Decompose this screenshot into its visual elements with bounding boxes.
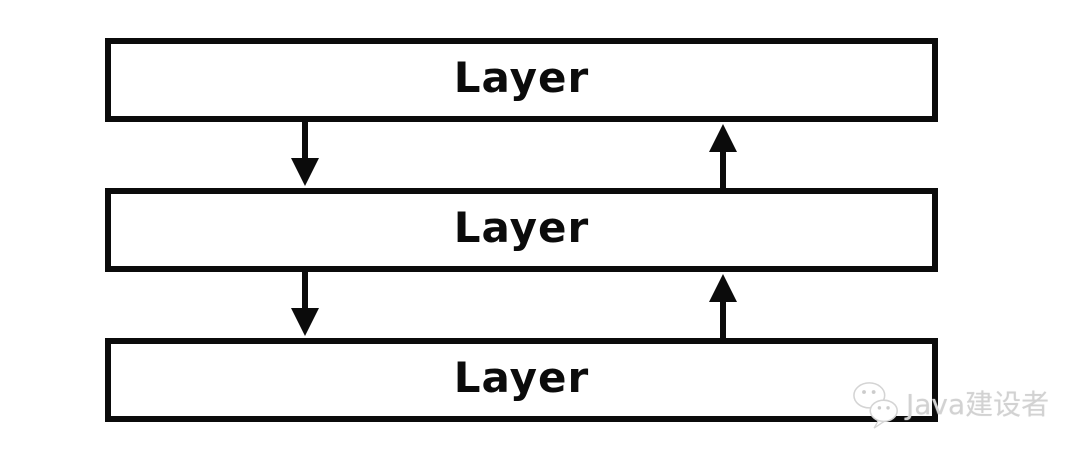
watermark: Java建设者 <box>850 380 1049 430</box>
up-arrow-shaft <box>720 300 726 338</box>
down-arrowhead <box>291 158 319 186</box>
layer-box-1-label: Layer <box>453 53 590 102</box>
layer-box-2: Layer <box>105 188 938 272</box>
layer-box-1: Layer <box>105 38 938 122</box>
up-arrow-shaft <box>720 150 726 188</box>
up-arrowhead <box>709 124 737 152</box>
layer-box-2-label: Layer <box>453 203 590 252</box>
up-arrowhead <box>709 274 737 302</box>
down-arrowhead <box>291 308 319 336</box>
watermark-text: Java建设者 <box>906 388 1050 421</box>
layer-box-3: Layer <box>105 338 938 422</box>
wechat-icon <box>853 382 898 429</box>
layer-box-3-label: Layer <box>453 353 590 402</box>
down-arrow-shaft <box>302 272 308 312</box>
down-arrow-shaft <box>302 122 308 162</box>
